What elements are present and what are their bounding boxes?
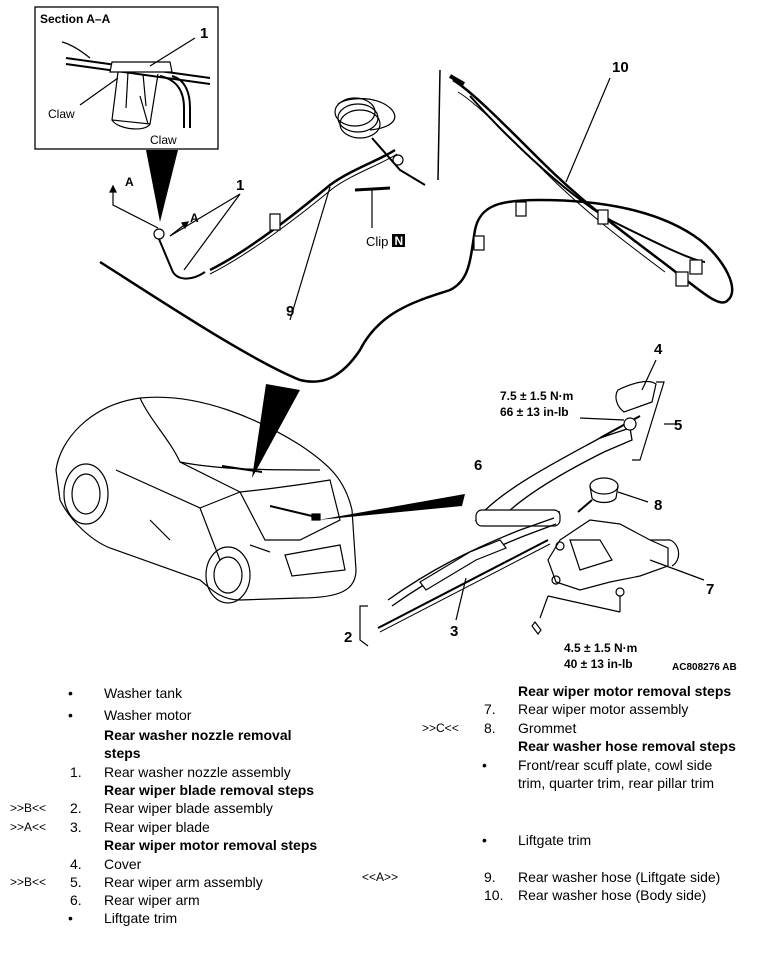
torque-arm-inlb: 66 ± 13 in-lb [500, 405, 569, 419]
step-number: 9. [484, 869, 496, 885]
callout-1-section: 1 [200, 25, 208, 42]
callout-1: 1 [236, 177, 244, 194]
step-label: Front/rear scuff plate, cowl side [518, 757, 713, 773]
step-label: Cover [104, 856, 142, 872]
figure-code: AC808276 AB [672, 662, 737, 673]
step-label: Rear washer hose (Body side) [518, 887, 707, 903]
step-label: Liftgate trim [104, 910, 178, 926]
step-label: Rear wiper arm [104, 892, 200, 908]
step-label: Rear washer hose (Liftgate side) [518, 869, 721, 885]
step-number: 7. [484, 701, 496, 717]
step-label: trim, quarter trim, rear pillar trim [518, 775, 715, 791]
step-label: Rear wiper motor assembly [518, 701, 689, 717]
section-mark-upper: A [125, 175, 134, 189]
step-label: Washer motor [104, 707, 192, 723]
step-number: 5. [70, 874, 82, 890]
claw-label-left: Claw [48, 107, 75, 121]
section-mark-lower: A [190, 211, 199, 225]
step-label: Liftgate trim [518, 832, 592, 848]
callout-4: 4 [654, 341, 663, 358]
callout-8: 8 [654, 497, 662, 514]
bullet-marker: • [482, 832, 487, 848]
clip-label: Clip [366, 234, 388, 249]
step-number: 3. [70, 819, 82, 835]
procedure-reference: <<A>> [362, 870, 399, 884]
clip-badge: N [395, 234, 404, 248]
steps-heading: Rear wiper motor removal steps [104, 837, 318, 853]
torque-motor-nm: 4.5 ± 1.5 N·m [564, 641, 637, 655]
steps-heading: Rear wiper blade removal steps [104, 782, 315, 798]
steps-heading: Rear wiper motor removal steps [518, 683, 732, 699]
procedure-reference: >>B<< [10, 875, 47, 889]
step-label: Rear wiper arm assembly [104, 874, 263, 890]
section-title: Section A–A [40, 12, 111, 26]
bullet-marker: • [68, 685, 73, 701]
wiper-arm-illustration [474, 415, 641, 527]
step-label: Rear washer nozzle assembly [104, 764, 291, 780]
exploded-parts-diagram: Section A–A 1 Claw Claw A A 1 9 Clip N 1… [34, 6, 737, 673]
step-number: 4. [70, 856, 82, 872]
steps-heading: steps [104, 745, 141, 761]
wiper-motor-illustration [547, 499, 705, 597]
bullet-marker: • [482, 757, 487, 773]
callout-6: 6 [474, 457, 482, 474]
step-label: Grommet [518, 720, 577, 736]
clip-badge-box [392, 234, 405, 247]
bullet-marker: • [68, 707, 73, 723]
hose-coil [334, 97, 426, 186]
step-label: Rear wiper blade [104, 819, 210, 835]
procedure-reference: >>C<< [422, 721, 459, 735]
bullet-marker: • [68, 910, 73, 926]
callout-3: 3 [450, 623, 458, 640]
vehicle-illustration [55, 396, 357, 604]
callout-10: 10 [612, 59, 629, 76]
step-number: 1. [70, 764, 82, 780]
procedure-reference: >>B<< [10, 801, 47, 815]
section-a-a-inset [34, 6, 219, 150]
step-label: Rear wiper blade assembly [104, 800, 273, 816]
claw-label-right: Claw [150, 133, 177, 147]
steps-heading: Rear washer nozzle removal [104, 727, 292, 743]
torque-arm-nm: 7.5 ± 1.5 N·m [500, 389, 573, 403]
step-number: 10. [484, 887, 504, 903]
steps-heading: Rear washer hose removal steps [518, 738, 736, 754]
step-number: 6. [70, 892, 82, 908]
torque-motor-inlb: 40 ± 13 in-lb [564, 657, 633, 671]
step-number: 8. [484, 720, 496, 736]
callout-9: 9 [286, 303, 294, 320]
callout-2: 2 [344, 629, 352, 646]
step-number: 2. [70, 800, 82, 816]
step-label: Washer tank [104, 685, 183, 701]
callout-7: 7 [706, 581, 714, 598]
procedure-reference: >>A<< [10, 820, 47, 834]
callout-5: 5 [674, 417, 682, 434]
